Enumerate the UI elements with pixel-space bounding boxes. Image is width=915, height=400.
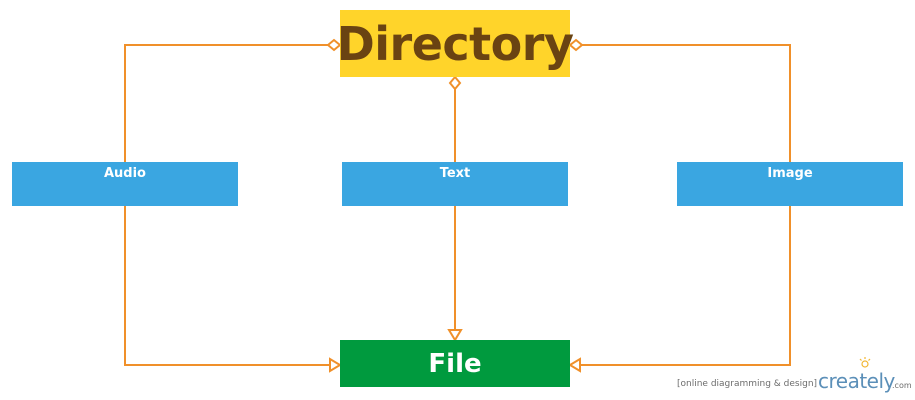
edge-audio-directory (124, 44, 328, 162)
file-node[interactable]: File (340, 340, 570, 387)
inheritance-arrow-left (329, 357, 342, 373)
text-label: Text (439, 166, 471, 181)
watermark-brand: creately (818, 369, 895, 393)
text-node[interactable]: Text (342, 162, 568, 206)
watermark-domain: .com (892, 381, 912, 390)
aggregation-diamond-bottom (448, 75, 462, 91)
creately-watermark: [online diagramming & design] creately .… (677, 357, 913, 396)
image-node[interactable]: Image (677, 162, 903, 206)
lightbulb-icon (859, 357, 871, 368)
inheritance-arrow-right (568, 357, 581, 373)
inheritance-arrow-down (447, 329, 463, 342)
directory-node[interactable]: Directory (337, 10, 574, 77)
audio-node[interactable]: Audio (12, 162, 238, 206)
file-label: File (428, 348, 482, 379)
aggregation-diamond-right (568, 38, 584, 52)
image-label: Image (767, 166, 813, 181)
edge-image-directory (582, 44, 791, 162)
audio-label: Audio (103, 166, 146, 181)
edge-audio-file (124, 206, 330, 366)
edge-image-file (580, 206, 791, 366)
watermark-tagline: [online diagramming & design] (677, 379, 818, 389)
directory-label: Directory (336, 16, 574, 71)
aggregation-diamond-left (326, 38, 342, 52)
